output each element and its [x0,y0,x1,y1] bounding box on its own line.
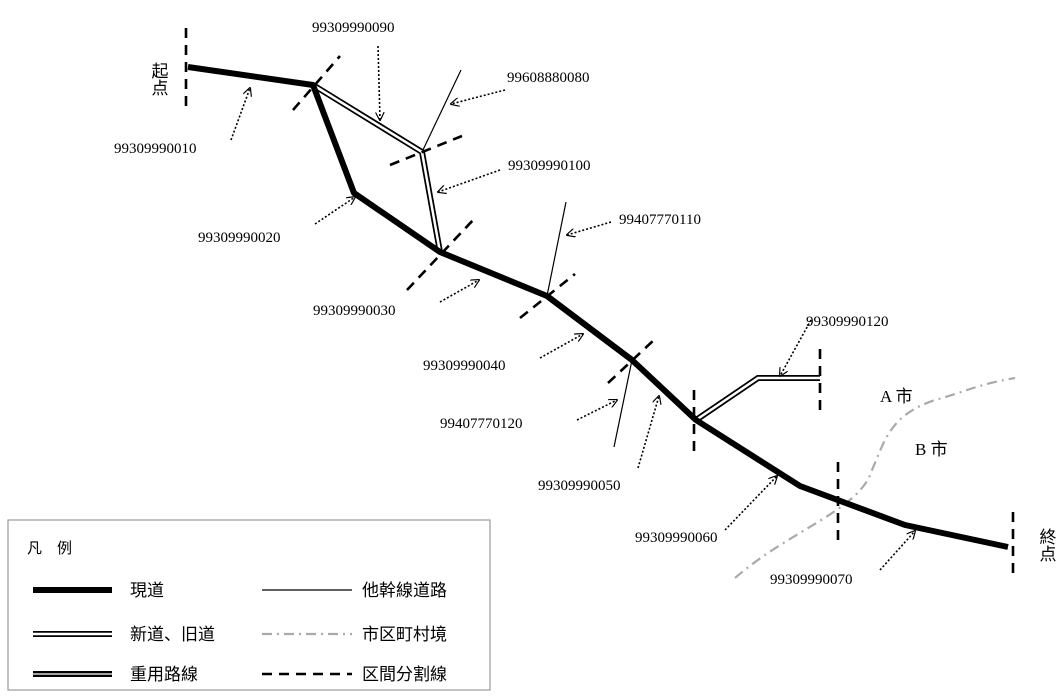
other-trunk-road-99407770110 [546,201,567,297]
legend-title: 凡 例 [27,540,72,557]
segment-id-label: 99309990050 [538,478,621,494]
new-old-roads [311,82,820,423]
segment-id-label: 99309990020 [198,230,281,246]
segment-id-label: 99407770120 [440,416,523,432]
legend-label-municipal-boundary: 市区町村境 [362,625,447,644]
segment-id-label: 99309990010 [114,141,197,157]
segment-id-label: 99309990090 [312,20,395,36]
segment-id-label: 99407770110 [619,212,701,228]
legend: 凡 例 現道 新道、旧道 重用路線 他幹線道路 市区町村境 区間分割線 [7,519,491,691]
segment-id-label: 99309990040 [423,358,506,374]
end-point-label: 終点 [1037,528,1057,562]
segment-id-label: 99309990100 [508,158,591,174]
legend-label-division-line: 区間分割線 [362,665,447,684]
legend-label-other-trunk-road: 他幹線道路 [362,580,447,600]
overlap-road-centerline [546,295,633,361]
city-a-label: A 市 [880,387,913,406]
division-lines [184,28,1015,576]
city-b-label: B 市 [915,440,948,459]
start-point-label: 起点 [149,62,169,96]
segment-id-label: 99309990120 [806,314,889,330]
label-leader-arrows [230,45,915,571]
legend-box [7,519,491,691]
other-trunk-roads [421,69,633,448]
legend-label-new-old-road: 新道、旧道 [130,625,215,644]
segment-id-label: 99608880080 [507,70,590,86]
current-road [187,64,1009,550]
legend-label-overlap-route: 重用路線 [130,665,198,684]
other-trunk-road-99407770120 [613,359,633,448]
segment-id-label: 99309990060 [635,530,718,546]
municipal-boundary [734,376,1016,579]
other-trunk-road-99608880080 [421,69,462,153]
legend-label-current-road: 現道 [130,581,164,600]
segment-id-label: 99309990030 [313,303,396,319]
segment-id-label: 99309990070 [770,572,853,588]
